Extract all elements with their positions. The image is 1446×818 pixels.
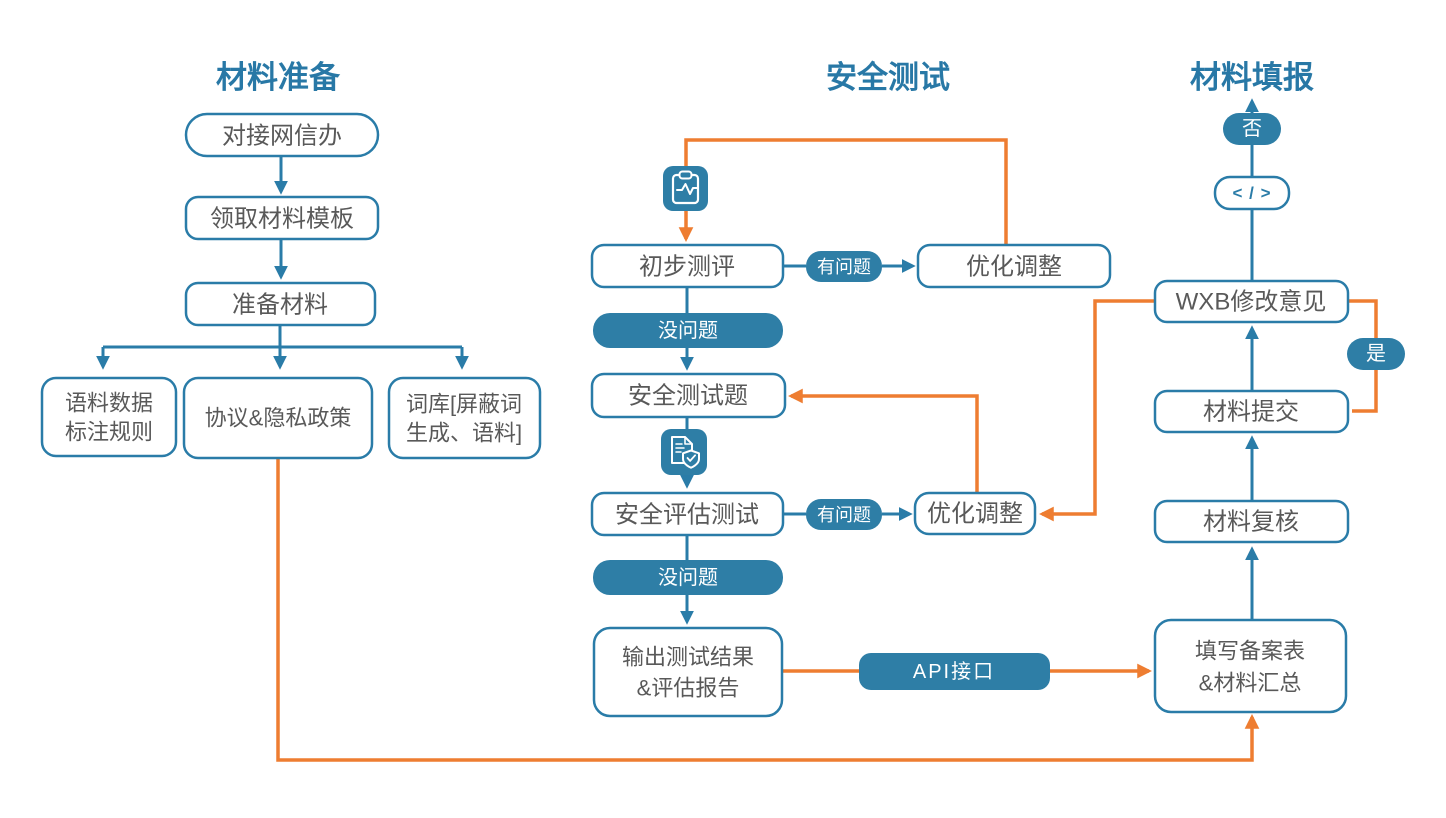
node-security-assessment <box>590 491 785 537</box>
column-title-security-test: 安全测试 <box>826 60 950 95</box>
node-corpus-rules-line1: 语料数据 <box>65 391 153 416</box>
node-filing-form-line2: &材料汇总 <box>1199 671 1302 696</box>
document-shield-icon <box>661 429 707 475</box>
badge-has-issue-2-label: 有问题 <box>817 505 871 525</box>
document-fold <box>684 436 693 445</box>
node-contact-cac <box>184 112 380 158</box>
node-agreement-privacy <box>182 376 374 460</box>
edge-agreement-to-filing-form <box>276 458 1260 762</box>
document-text-lines <box>675 443 685 453</box>
node-optimize-1-label: 优化调整 <box>966 254 1062 281</box>
node-material-submit <box>1153 389 1350 434</box>
node-get-template <box>184 195 380 241</box>
node-security-assessment-label: 安全评估测试 <box>615 502 759 529</box>
node-lexicon <box>387 376 542 460</box>
badge-has-issue-1 <box>806 251 882 282</box>
node-corpus-rules <box>40 376 178 458</box>
node-lexicon-line2: 生成、语料] <box>406 421 522 446</box>
badge-no-issue-1-label: 没问题 <box>658 319 718 342</box>
clipboard-pulse-icon <box>663 166 708 211</box>
column-title-material-filing: 材料填报 <box>1190 60 1314 95</box>
node-security-questions-label: 安全测试题 <box>628 383 748 410</box>
edge-optimize2-loop-to-questions <box>788 388 979 493</box>
node-initial-test-label: 初步测评 <box>639 254 735 281</box>
node-initial-test <box>590 243 785 289</box>
code-icon-label: < / > <box>1232 184 1271 203</box>
badge-api <box>859 653 1050 690</box>
node-agreement-privacy-label: 协议&隐私政策 <box>205 406 352 431</box>
badge-no-label: 否 <box>1242 118 1262 140</box>
node-get-template-label: 领取材料模板 <box>210 206 354 233</box>
node-test-result-line1: 输出测试结果 <box>622 645 754 670</box>
node-prepare-materials-label: 准备材料 <box>232 292 328 319</box>
node-wxb-feedback <box>1153 279 1350 324</box>
clipboard-clip <box>678 170 693 180</box>
code-icon <box>1213 175 1291 211</box>
column-title-material-prep: 材料准备 <box>216 60 341 95</box>
node-security-questions <box>590 372 787 419</box>
badge-api-label: API接口 <box>913 660 995 683</box>
node-material-review <box>1153 499 1350 544</box>
node-test-result <box>592 626 784 718</box>
badge-no <box>1223 113 1281 145</box>
node-lexicon-line1: 词库[屏蔽词 <box>406 392 522 417</box>
node-optimize-2-label: 优化调整 <box>927 501 1023 528</box>
badge-no-issue-2 <box>593 560 783 595</box>
badge-no-issue-2-label: 没问题 <box>658 566 718 589</box>
node-filing-form <box>1153 618 1348 714</box>
node-material-review-label: 材料复核 <box>1203 509 1299 536</box>
shield-check <box>686 454 696 462</box>
pulse-line <box>676 183 698 195</box>
node-contact-cac-label: 对接网信办 <box>222 123 342 150</box>
node-wxb-feedback-label: WXB修改意见 <box>1176 289 1327 316</box>
badge-has-issue-2 <box>806 499 882 530</box>
node-corpus-rules-line2: 标注规则 <box>65 420 153 445</box>
badge-yes <box>1347 338 1405 370</box>
badge-no-issue-1 <box>593 313 783 348</box>
node-material-submit-label: 材料提交 <box>1203 399 1299 426</box>
edge-wxb-to-optimize2 <box>1039 299 1155 522</box>
node-optimize-1 <box>916 243 1112 289</box>
node-optimize-2 <box>913 491 1037 536</box>
node-prepare-materials <box>184 281 377 327</box>
node-test-result-line2: &评估报告 <box>637 676 740 701</box>
node-filing-form-line1: 填写备案表 <box>1195 639 1305 664</box>
badge-yes-label: 是 <box>1366 343 1386 365</box>
badge-has-issue-1-label: 有问题 <box>817 257 871 277</box>
